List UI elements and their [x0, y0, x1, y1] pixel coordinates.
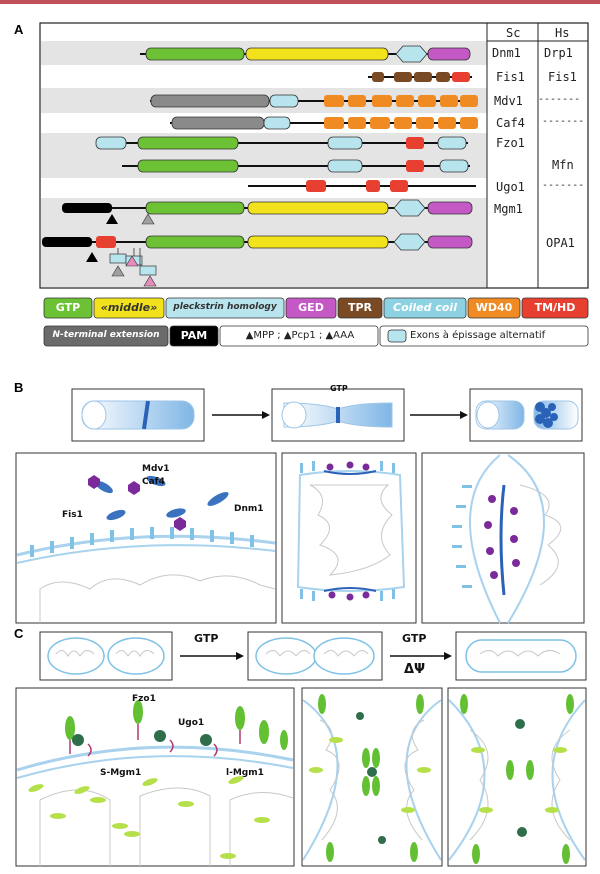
legend-tm-hd: TM/HD	[534, 301, 576, 314]
sc-name-fis1: Fis1	[496, 70, 525, 84]
hs-name-caf4-none: -------	[542, 116, 585, 127]
column-header-sc: Sc	[506, 26, 521, 40]
label-mdv1: Mdv1	[142, 464, 170, 474]
hs-name-mdv1-none: -------	[538, 94, 581, 105]
label-dnm1: Dnm1	[234, 504, 264, 514]
row-mgm1	[62, 199, 473, 225]
legend-proteases: ▲MPP ; ▲Pcp1 ; ▲AAA	[245, 330, 355, 341]
fusion-gtp-label-2: GTP	[402, 632, 427, 645]
hs-name-opa1: OPA1	[546, 236, 575, 250]
legend-middle: «middle»	[100, 301, 158, 314]
panel-a-label: A	[14, 22, 24, 37]
label-l-mgm1: l-Mgm1	[226, 768, 264, 778]
legend-tpr: TPR	[347, 301, 373, 314]
legend-alternative-exons: Exons à épissage alternatif	[410, 330, 546, 341]
sc-name-mgm1: Mgm1	[494, 202, 523, 216]
fusion-diagram	[15, 631, 587, 867]
label-s-mgm1: S-Mgm1	[100, 768, 142, 778]
hs-name-fis1: Fis1	[548, 70, 577, 84]
row-fis1	[368, 72, 472, 82]
legend-coiled-coil: Coiled coil	[393, 301, 457, 314]
row-caf4	[170, 116, 478, 130]
legend-pleckstrin-homology: pleckstrin homology	[173, 302, 277, 312]
sc-name-fzo1: Fzo1	[496, 136, 525, 150]
row-dnm1	[140, 45, 471, 63]
legend-pam: PAM	[180, 329, 208, 342]
label-fzo1: Fzo1	[132, 694, 156, 704]
panel-b-label: B	[14, 380, 24, 395]
sc-name-mdv1: Mdv1	[494, 94, 523, 108]
legend-ged: GED	[298, 301, 324, 314]
fission-gtp-label: GTP	[330, 384, 348, 393]
label-fis1: Fis1	[62, 510, 83, 520]
panel-c-label: C	[14, 626, 24, 641]
hs-name-mfn: Mfn	[552, 158, 574, 172]
sc-name-caf4: Caf4	[496, 116, 525, 130]
hs-name-ugo1-none: -------	[542, 180, 585, 191]
label-caf4: Caf4	[142, 477, 165, 487]
fission-diagram	[15, 388, 585, 624]
membrane-potential-label: ΔΨ	[404, 662, 426, 677]
domain-legend	[43, 297, 589, 347]
column-header-hs: Hs	[555, 26, 570, 40]
legend-n-terminal-extension: N-terminal extension	[52, 330, 160, 340]
row-ugo1	[248, 180, 476, 192]
fusion-gtp-label-1: GTP	[194, 632, 219, 645]
top-accent-bar	[0, 0, 600, 4]
legend-gtp: GTP	[55, 301, 81, 314]
sc-name-ugo1: Ugo1	[496, 180, 525, 194]
hs-name-drp1: Drp1	[544, 46, 573, 60]
row-fzo1	[95, 136, 468, 150]
row-opa1	[42, 233, 473, 287]
label-ugo1: Ugo1	[178, 718, 205, 728]
legend-wd40: WD40	[475, 301, 513, 314]
row-mfn	[122, 159, 470, 173]
row-mdv1	[150, 94, 478, 108]
sc-name-dnm1: Dnm1	[492, 46, 521, 60]
domain-diagram	[39, 22, 589, 347]
